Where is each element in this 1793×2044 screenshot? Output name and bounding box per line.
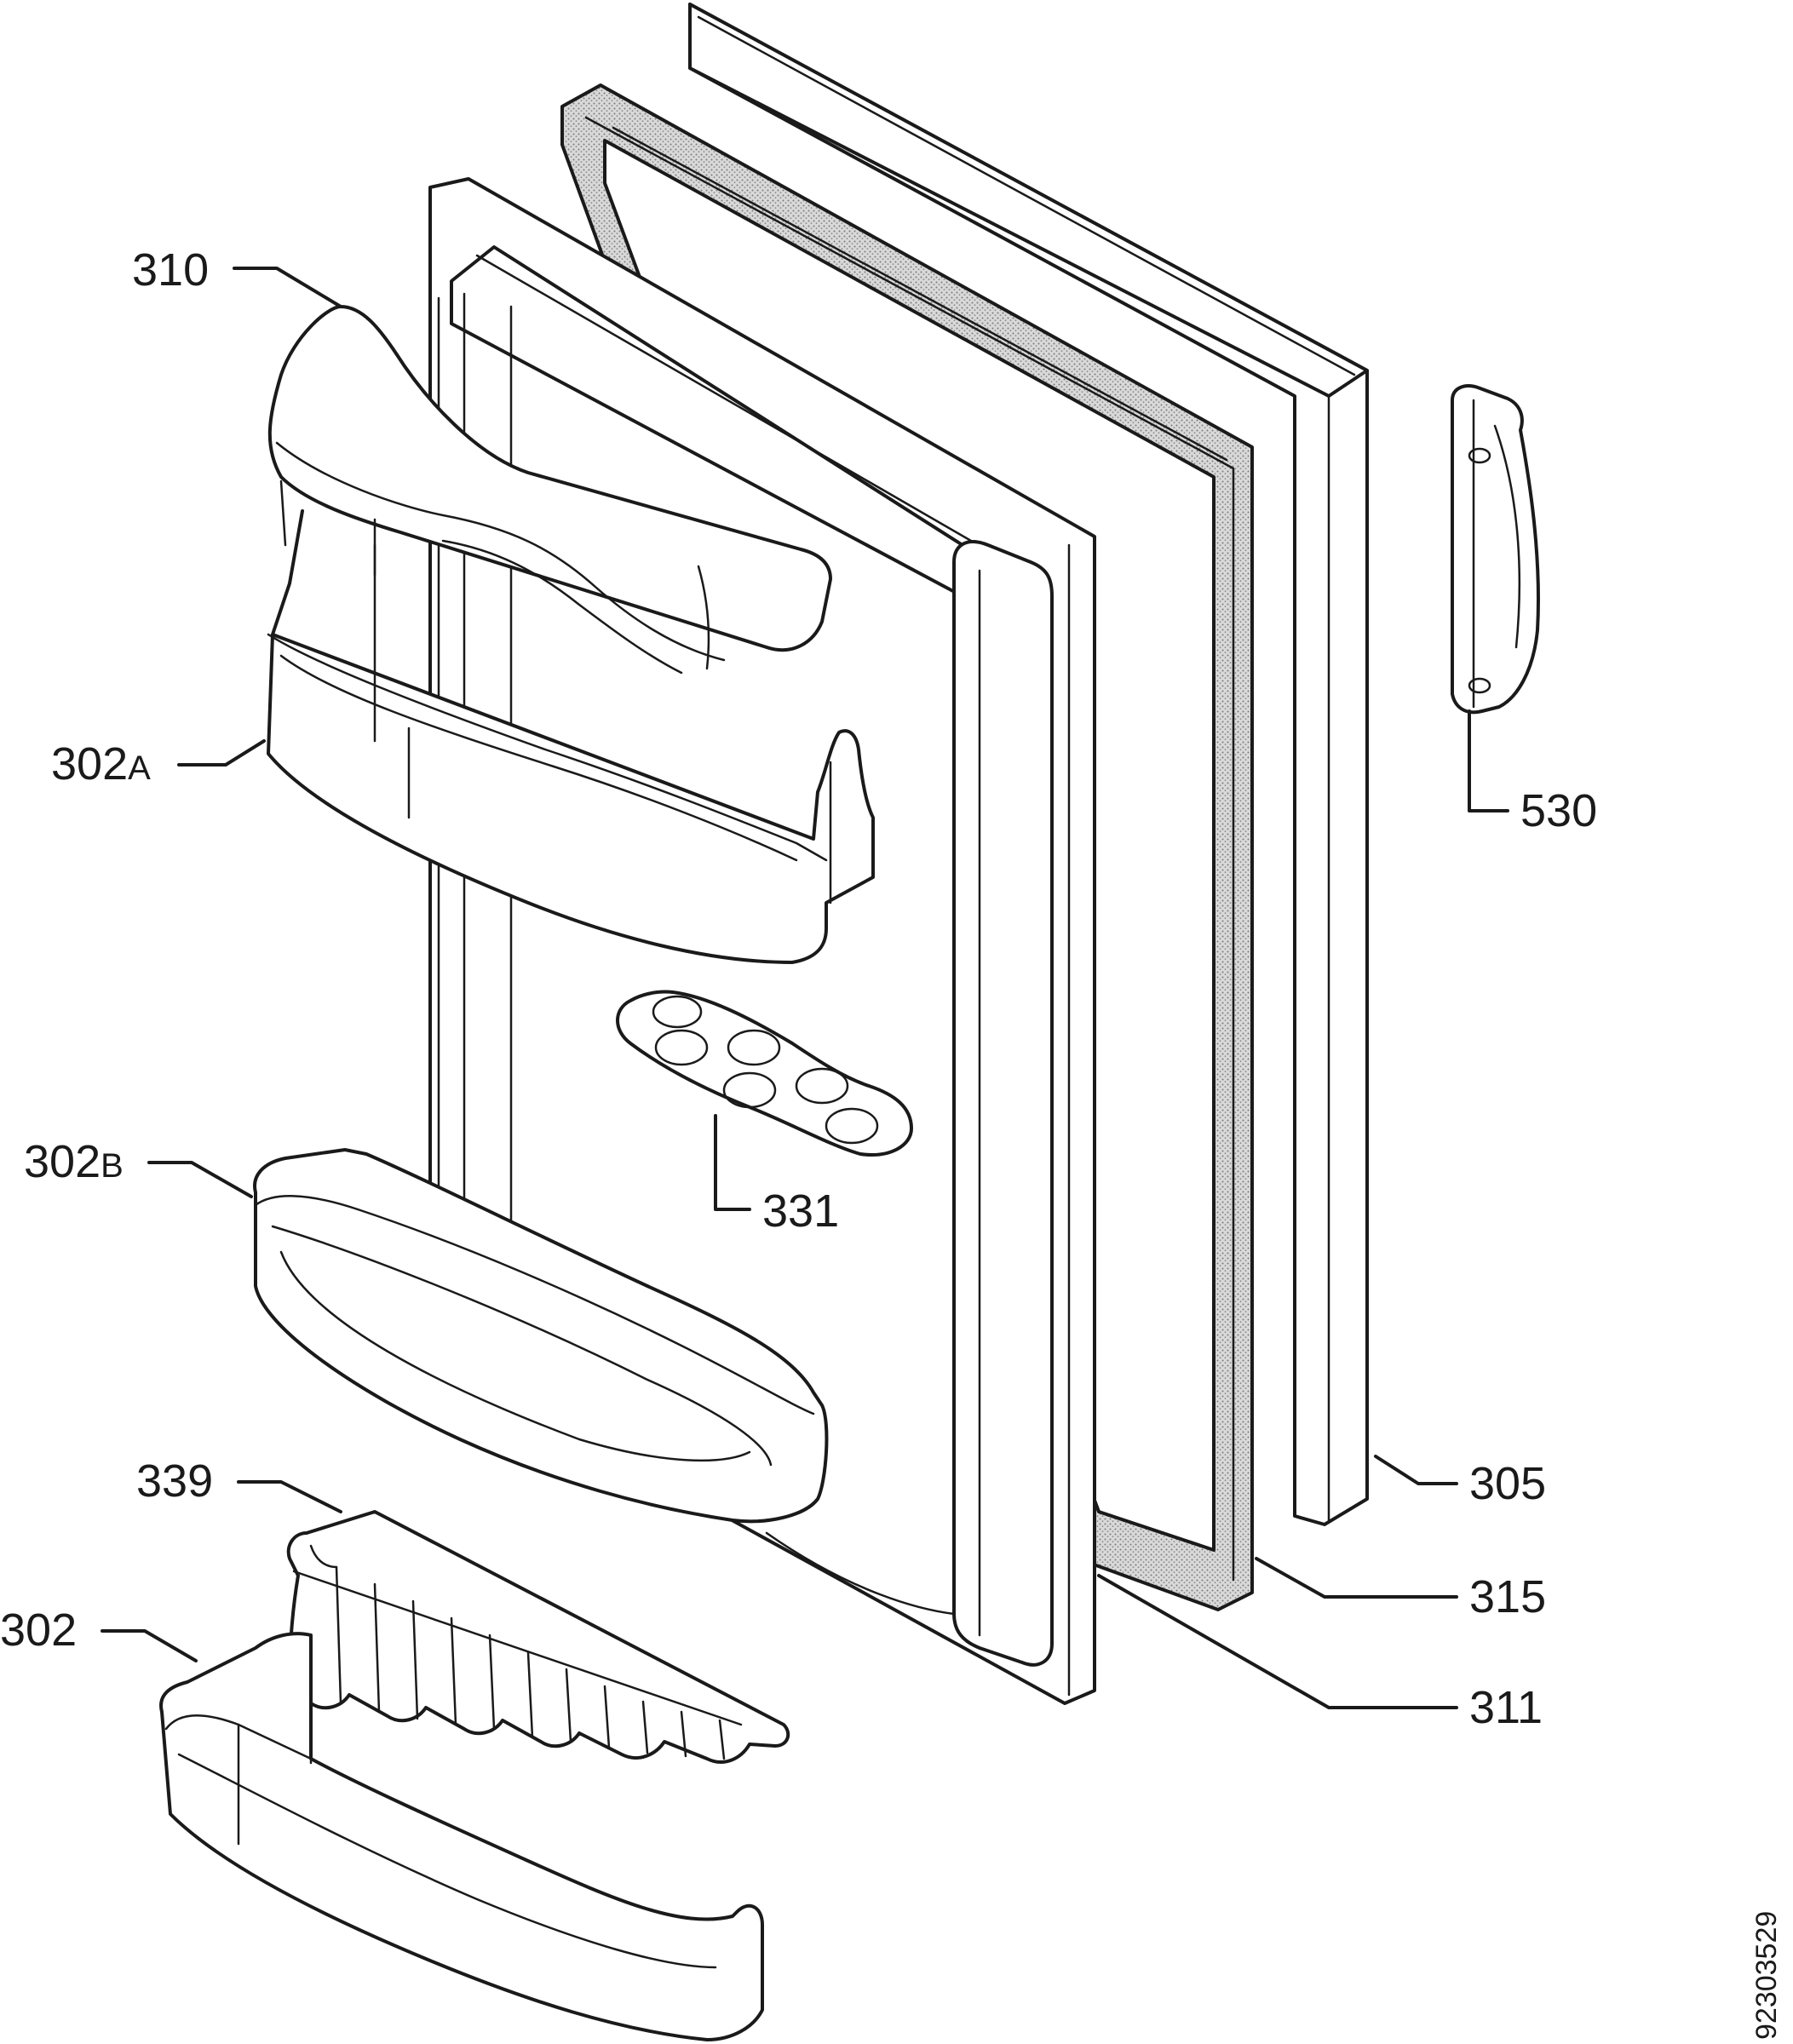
- egg-tray: [616, 990, 913, 1157]
- door-bin-lower: [159, 1632, 764, 2041]
- callout-labels: 310 302A 302B 339 302 331 530 305 315 31…: [0, 244, 1597, 1733]
- leader-339: [237, 1480, 342, 1513]
- leader-331: [714, 1114, 751, 1211]
- leader-302: [101, 1629, 198, 1662]
- door-shelf-lid: [267, 305, 832, 675]
- leader-lines: [101, 267, 1509, 1709]
- leader-305: [1374, 1455, 1458, 1485]
- callout-530: 530: [1520, 785, 1597, 836]
- callout-331: 331: [762, 1186, 839, 1237]
- document-number: 92303529: [1750, 1911, 1783, 2040]
- leader-310: [233, 267, 342, 308]
- door-bin-middle: [253, 1148, 829, 1524]
- leader-302a: [177, 739, 266, 766]
- callout-315: 315: [1469, 1571, 1546, 1622]
- callout-339: 339: [136, 1455, 213, 1507]
- leader-311: [1097, 1574, 1458, 1709]
- callout-310: 310: [132, 244, 209, 296]
- door-handle: [1451, 384, 1540, 715]
- bottle-retainer-comb: [286, 1510, 790, 1764]
- door-outer-panel: [688, 3, 1369, 1526]
- door-bin-upper: [267, 509, 875, 964]
- callout-302b: 302B: [24, 1136, 124, 1187]
- callout-302: 302: [0, 1605, 77, 1656]
- callout-305: 305: [1469, 1458, 1546, 1509]
- leader-530: [1468, 709, 1509, 812]
- leader-302b: [147, 1161, 253, 1198]
- callout-302a: 302A: [51, 738, 151, 789]
- leader-315: [1255, 1557, 1458, 1599]
- callout-311: 311: [1469, 1682, 1543, 1733]
